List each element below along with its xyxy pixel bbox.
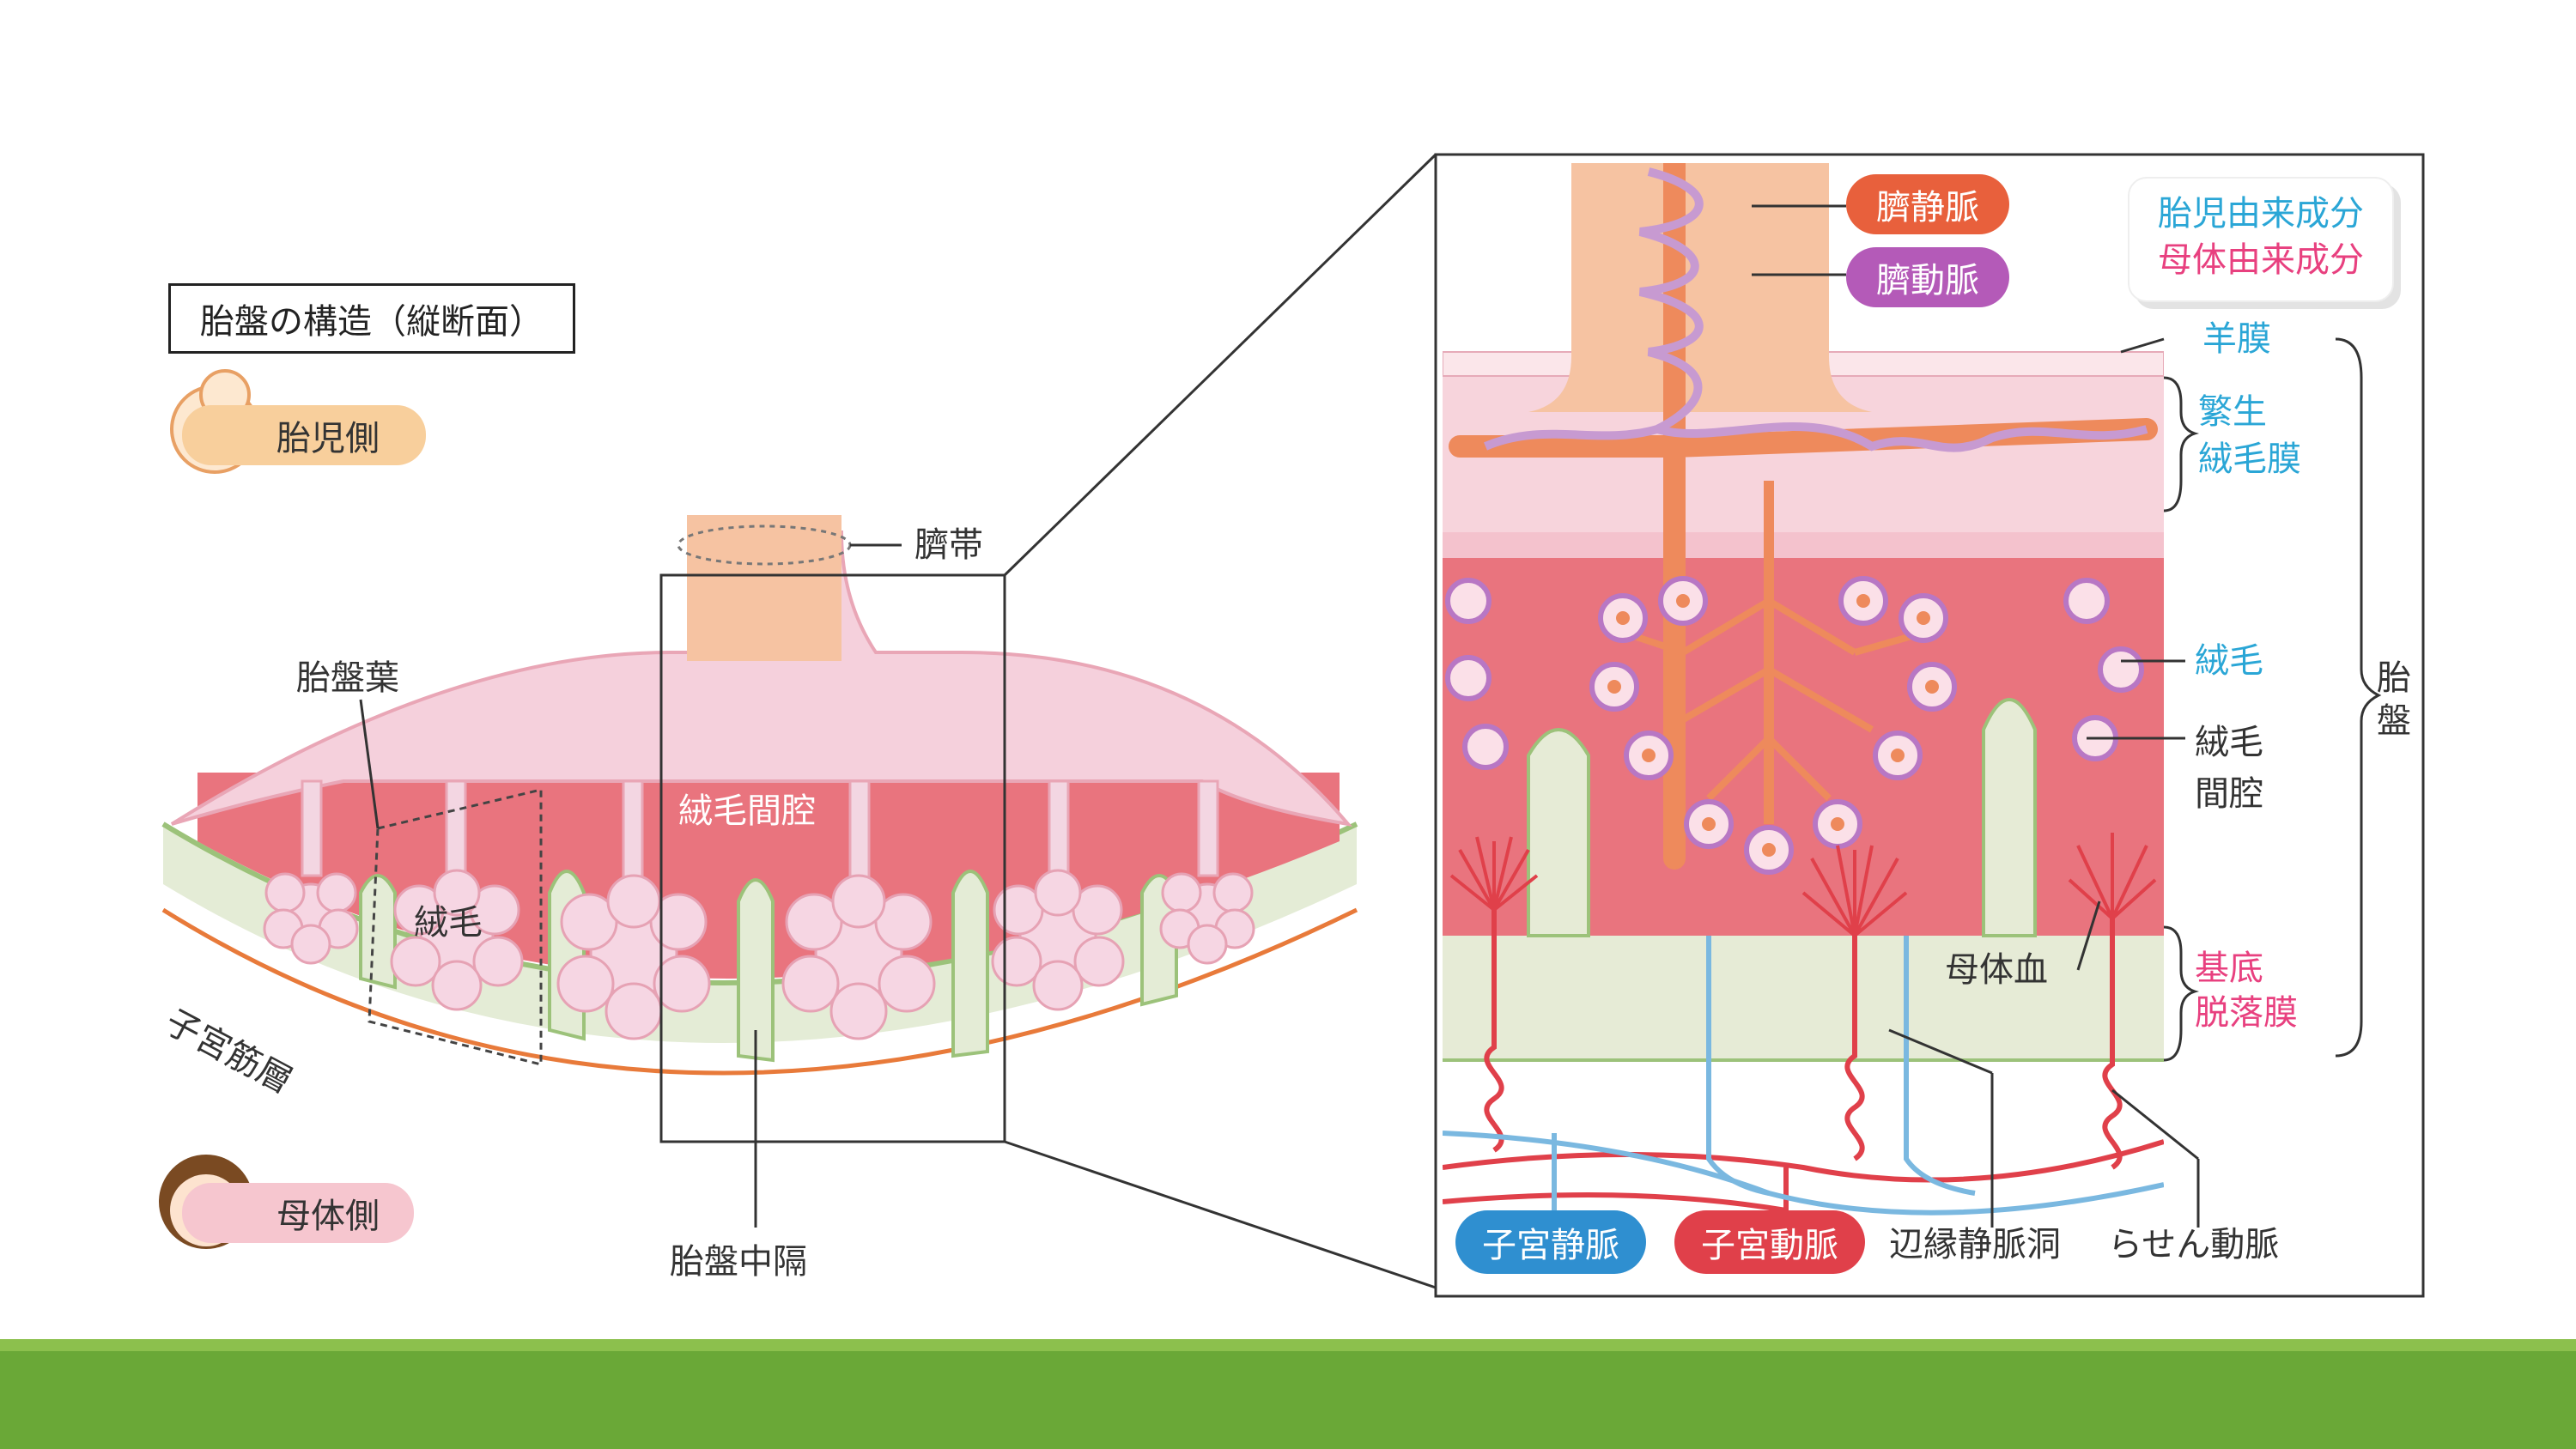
villus-loops: [1445, 576, 2144, 875]
fetal-side-badge: 胎児側: [182, 405, 426, 465]
cotyledon-outline: [368, 788, 543, 1066]
label-placental-septum: 胎盤中隔: [670, 1242, 807, 1282]
label-decidua-2: 脱落膜: [2195, 993, 2298, 1033]
origin-legend: 胎児由来成分 母体由来成分: [2128, 177, 2394, 302]
label-cotyledon: 胎盤葉: [296, 658, 399, 698]
zoom-region-box: [659, 573, 1006, 1143]
diagram-title: 胎盤の構造（縦断面）: [168, 283, 575, 354]
umbilical-artery-pill: 臍動脈: [1846, 247, 2009, 307]
legend-fetal-origin: 胎児由来成分: [2158, 194, 2364, 233]
label-marginal-sinus: 辺縁静脈洞: [1889, 1225, 2061, 1264]
legend-maternal-origin: 母体由来成分: [2158, 240, 2364, 280]
label-umbilical-cord: 臍帯: [914, 525, 983, 565]
label-spiral-artery: らせん動脈: [2108, 1225, 2280, 1264]
fetal-side-label: 胎児側: [276, 419, 380, 458]
placenta-overview: [161, 153, 1437, 1289]
uterine-vein-pill: 子宮静脈: [1455, 1210, 1646, 1274]
maternal-side-label: 母体側: [276, 1197, 380, 1236]
uterine-artery-pill: 子宮動脈: [1674, 1210, 1865, 1274]
maternal-side-badge: 母体側: [182, 1183, 414, 1243]
uterine-vein-vessels: [1443, 936, 2164, 1262]
detail-panel: [1434, 153, 2425, 1298]
label-chorion-1: 繁生: [2198, 392, 2267, 432]
label-intervillous-2: 間腔: [2195, 774, 2263, 814]
umbilical-vein-pill: 臍静脈: [1846, 174, 2009, 234]
umbilical-vein-vessel: [1449, 163, 2158, 870]
villus-branches: [1630, 532, 1917, 801]
placental-septa: [359, 870, 1178, 1063]
label-maternal-blood: 母体血: [1945, 950, 2048, 990]
label-chorion-2: 絨毛膜: [2198, 440, 2301, 479]
label-placenta-1: 胎: [2377, 658, 2411, 698]
label-placenta-2: 盤: [2377, 701, 2411, 741]
umbilical-cord: [687, 515, 841, 661]
label-villus: 絨毛: [414, 903, 483, 943]
villous-trees: [263, 869, 1255, 1040]
label-amnion: 羊膜: [2202, 319, 2271, 359]
label-intervillous-space: 絨毛間腔: [678, 791, 816, 831]
umbilical-artery-vessel: [1484, 167, 2148, 452]
maternal-blood-bursts: [1449, 833, 2157, 937]
footer-band: [0, 1339, 2576, 1449]
label-decidua-1: 基底: [2195, 949, 2263, 988]
label-intervillous-1: 絨毛: [2195, 723, 2263, 762]
spiral-arteries: [1484, 910, 2123, 1170]
footer-band-highlight: [0, 1339, 2576, 1351]
label-villus-detail: 絨毛: [2195, 641, 2263, 681]
